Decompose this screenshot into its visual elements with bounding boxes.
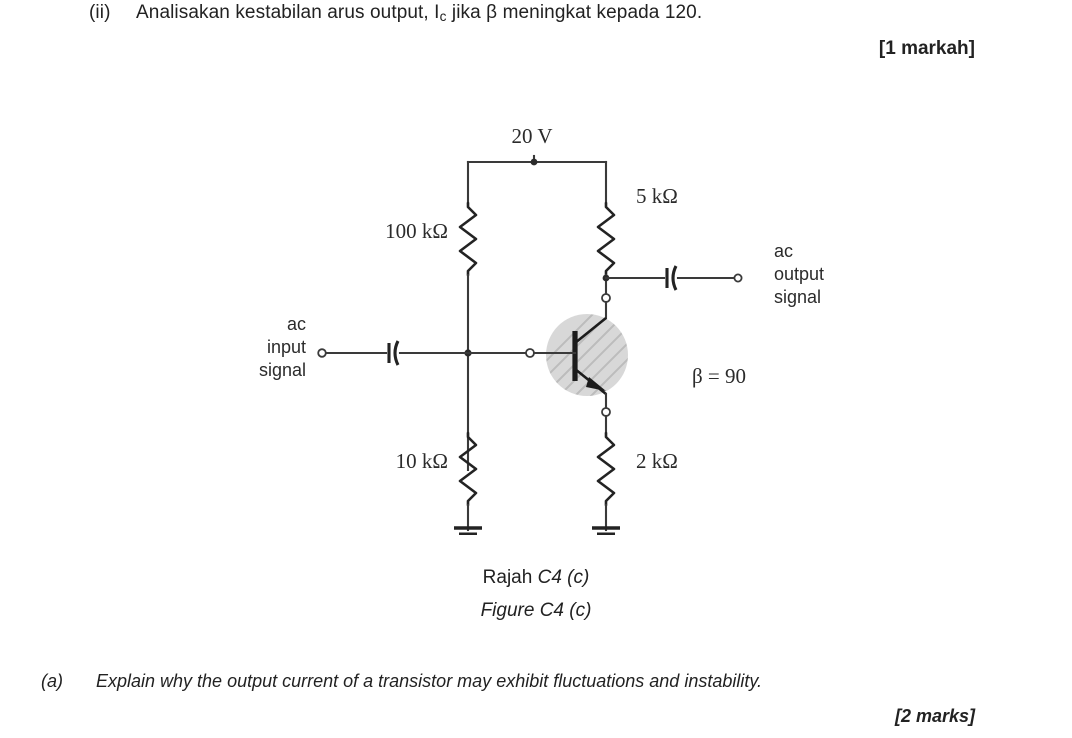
circuit-svg: 20 V 100 kΩ 10 kΩ 5 kΩ ac output signal bbox=[259, 124, 824, 535]
output-coupling-capacitor bbox=[665, 265, 678, 291]
question-ii-marker: (ii) bbox=[89, 2, 111, 23]
ac-output-label-line3: signal bbox=[774, 287, 821, 307]
figure-caption-malay: Rajah C4 (c) bbox=[0, 567, 1072, 589]
question-ii-subscript: c bbox=[439, 9, 447, 24]
question-a-marker: (a) bbox=[41, 671, 63, 691]
figure-caption-english: Figure C4 (c) bbox=[480, 600, 592, 621]
figure-caption-malay-ref: C4 (c) bbox=[537, 567, 590, 588]
ground-symbol-right bbox=[592, 526, 620, 535]
base-terminal bbox=[525, 348, 535, 358]
transistor-envelope-circle bbox=[546, 314, 628, 396]
emitter-terminal bbox=[601, 407, 611, 417]
figure-caption-malay-word: Rajah bbox=[482, 567, 538, 588]
question-ii-prefix: Analisakan kestabilan arus output, I bbox=[136, 2, 440, 23]
question-ii-text: Analisakan kestabilan arus output, Ic ji… bbox=[136, 2, 702, 24]
npn-transistor-symbol bbox=[546, 314, 628, 396]
ac-input-label-line2: input bbox=[267, 337, 306, 357]
circuit-diagram: 20 V 100 kΩ 10 kΩ 5 kΩ ac output signal bbox=[240, 115, 850, 535]
resistor-5k-label: 5 kΩ bbox=[636, 184, 678, 208]
transistor-emitter-arrow bbox=[586, 377, 606, 391]
transistor-collector-lead bbox=[574, 316, 607, 345]
question-a-text: Explain why the output current of a tran… bbox=[96, 671, 763, 691]
question-ii-suffix: jika β meningkat kepada 120. bbox=[446, 2, 703, 23]
marks-allocation-1: [1 markah] bbox=[878, 38, 975, 59]
resistor-10k-label: 10 kΩ bbox=[396, 449, 448, 473]
resistor-5k-symbol bbox=[596, 201, 616, 277]
ac-output-label-line1: ac bbox=[774, 241, 793, 261]
collector-terminal bbox=[601, 293, 611, 303]
ac-input-label-line3: signal bbox=[259, 360, 306, 380]
input-coupling-capacitor bbox=[387, 340, 400, 366]
ground-symbol-left bbox=[454, 526, 482, 535]
resistor-10k-symbol bbox=[458, 431, 478, 507]
ac-output-terminal[interactable] bbox=[733, 273, 743, 283]
resistor-100k-symbol bbox=[458, 201, 478, 277]
ac-input-terminal[interactable] bbox=[317, 348, 327, 358]
marks-allocation-2: [2 marks] bbox=[894, 706, 975, 726]
ac-input-label-line1: ac bbox=[287, 314, 306, 334]
ac-output-label-line2: output bbox=[774, 264, 824, 284]
supply-voltage-label: 20 V bbox=[511, 124, 552, 148]
resistor-2k-label: 2 kΩ bbox=[636, 449, 678, 473]
resistor-100k-label: 100 kΩ bbox=[385, 219, 448, 243]
supply-node-dot bbox=[530, 158, 538, 166]
resistor-2k-symbol bbox=[596, 431, 616, 507]
beta-value-label: β = 90 bbox=[692, 364, 746, 388]
